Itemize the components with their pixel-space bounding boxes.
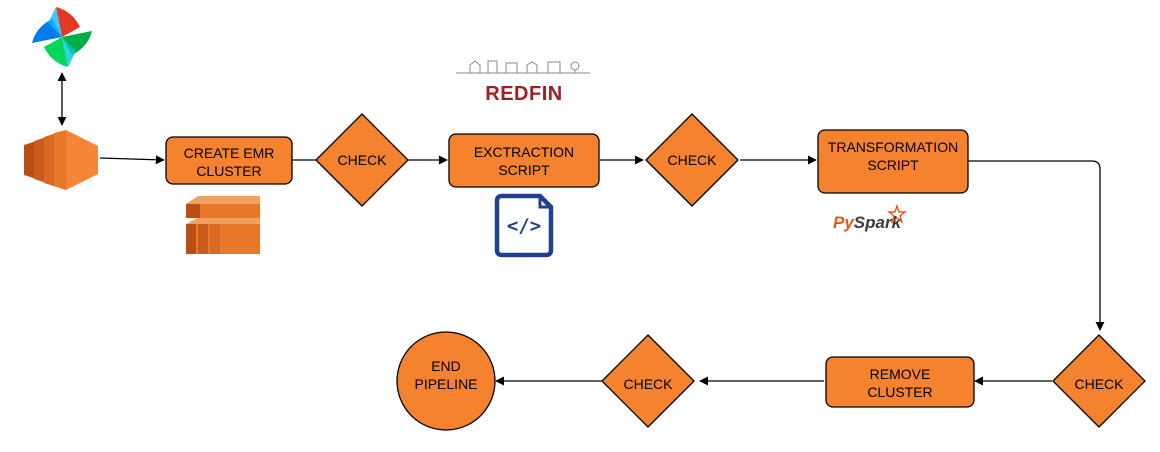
node-check-3: CHECK: [1052, 334, 1146, 428]
edge-transform-check3: [968, 160, 1105, 331]
node-create-emr-cluster: CREATE EMR CLUSTER: [165, 136, 293, 185]
node-end-pipeline: END PIPELINE: [396, 331, 496, 431]
svg-text:PySpark: PySpark: [833, 213, 903, 232]
node-create-emr-line1: CREATE EMR: [184, 145, 275, 161]
node-remove-cluster-line2: CLUSTER: [867, 384, 932, 400]
redfin-logo-text: REDFIN: [485, 83, 562, 105]
code-glyph: </>: [507, 215, 541, 237]
aws-emr-icon: [24, 130, 98, 190]
node-check-4-label: CHECK: [623, 376, 673, 392]
node-remove-cluster: REMOVE CLUSTER: [825, 356, 975, 408]
node-create-emr-line2: CLUSTER: [196, 163, 261, 179]
node-extraction-line1: EXCTRACTION: [474, 144, 574, 160]
node-check-1-label: CHECK: [337, 152, 387, 168]
edge-aws-create: [99, 155, 165, 165]
pyspark-logo: PySpark: [833, 203, 907, 232]
node-extraction-script: EXCTRACTION SCRIPT: [448, 133, 600, 188]
pyspark-spark-text: Spark: [854, 213, 903, 232]
node-check-1: CHECK: [315, 113, 409, 207]
airflow-pinwheel-icon: [26, 3, 98, 71]
node-transformation-line1: TRANSFORMATION: [828, 139, 958, 155]
node-transformation-script: TRANSFORMATION SCRIPT: [817, 129, 969, 194]
node-extraction-line2: SCRIPT: [498, 162, 550, 178]
node-remove-cluster-line1: REMOVE: [870, 366, 931, 382]
aws-emr-stack-icon: [186, 196, 260, 254]
code-file-icon: </>: [494, 193, 554, 258]
redfin-logo: REDFIN: [456, 60, 590, 105]
node-transformation-line2: SCRIPT: [867, 157, 919, 173]
node-check-4: CHECK: [601, 334, 695, 428]
node-end-pipeline-line1: END: [431, 358, 461, 374]
node-check-3-label: CHECK: [1074, 376, 1124, 392]
node-end-pipeline-line2: PIPELINE: [414, 376, 477, 392]
pyspark-py-text: Py: [833, 213, 855, 232]
node-check-2: CHECK: [645, 113, 739, 207]
node-check-2-label: CHECK: [667, 152, 717, 168]
